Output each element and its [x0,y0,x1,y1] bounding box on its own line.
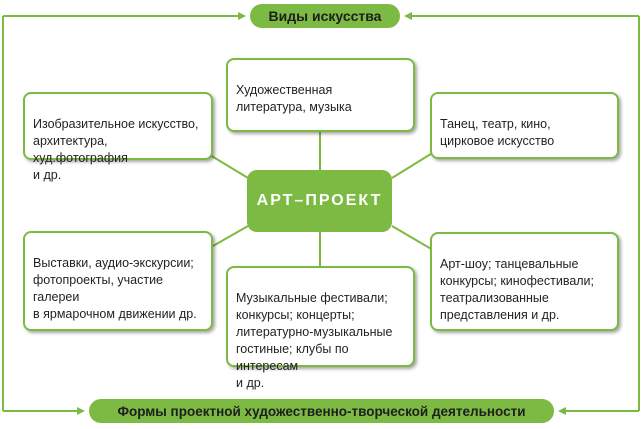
footer-title: Формы проектной художественно-творческой… [117,403,526,419]
box-performing-arts: Танец, театр, кино, цирковое искусство [430,92,619,159]
box-literature-music-text: Художественная литература, музыка [236,83,352,114]
box-exhibitions-text: Выставки, аудио-экскурсии; фотопроекты, … [33,256,197,321]
box-exhibitions: Выставки, аудио-экскурсии; фотопроекты, … [23,231,213,331]
center-label: АРТ–ПРОЕКТ [256,192,383,209]
box-music-festivals: Музыкальные фестивали; конкурсы; концерт… [226,266,415,390]
box-literature-music: Художественная литература, музыка [226,58,415,132]
box-art-show-text: Арт-шоу; танцевальные конкурсы; кинофест… [440,257,595,322]
footer-activity-forms: Формы проектной художественно-творческой… [89,399,554,423]
box-fine-arts-text: Изобразительное искусство, архитектура, … [33,117,199,182]
center-art-project: АРТ–ПРОЕКТ [247,170,392,232]
box-art-show: Арт-шоу; танцевальные конкурсы; кинофест… [430,232,619,331]
header-title: Виды искусства [268,8,382,24]
header-arts-types: Виды искусства [250,4,400,28]
box-performing-arts-text: Танец, театр, кино, цирковое искусство [440,117,555,148]
box-music-festivals-text: Музыкальные фестивали; конкурсы; концерт… [236,291,393,390]
box-fine-arts: Изобразительное искусство, архитектура, … [23,92,213,182]
